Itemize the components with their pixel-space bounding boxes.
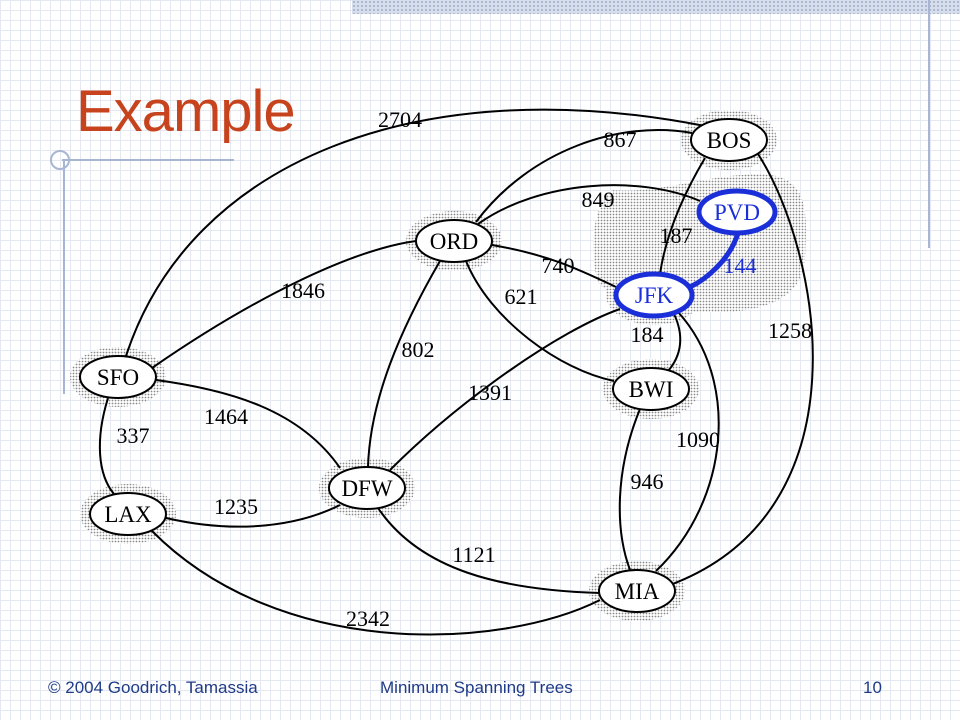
edge-dfw-jfk <box>389 308 621 471</box>
node-jfk: JFK <box>613 271 695 319</box>
node-ellipse-bwi <box>612 367 690 411</box>
edge-weight-pvd-jfk: 144 <box>724 253 757 278</box>
node-label-bos: BOS <box>707 128 752 153</box>
edge-ord-dfw <box>367 260 441 468</box>
edge-ord-pvd <box>477 184 701 225</box>
edge-weight-bwi-mia: 946 <box>631 469 664 494</box>
edge-weight-dfw-jfk: 1391 <box>468 380 512 405</box>
footer-title: Minimum Spanning Trees <box>380 678 573 697</box>
edge-ord-jfk <box>491 244 617 288</box>
edge-weight-sfo-lax: 337 <box>117 423 150 448</box>
edge-weight-sfo-bos: 2704 <box>378 107 422 132</box>
edge-sfo-ord <box>151 240 417 369</box>
edge-sfo-dfw <box>155 379 341 469</box>
node-label-mia: MIA <box>615 579 660 604</box>
slide-top-bar <box>352 0 960 14</box>
edge-bos-jfk <box>659 157 706 275</box>
node-ord: ORD <box>415 219 493 263</box>
slide-title: Example <box>76 79 296 144</box>
edge-jfk-bwi <box>667 313 682 372</box>
node-lax: LAX <box>89 492 167 536</box>
node-label-jfk: JFK <box>635 283 674 308</box>
edge-bos-mia <box>669 153 814 586</box>
edge-weight-dfw-mia: 1121 <box>452 542 495 567</box>
edge-weight-bos-mia: 1258 <box>768 318 812 343</box>
page-number: 10 <box>863 678 882 697</box>
node-sfo: SFO <box>79 355 157 399</box>
edge-weight-lax-mia: 2342 <box>346 606 390 631</box>
title-circle-mark <box>50 150 70 170</box>
edge-weight-ord-bwi: 621 <box>505 284 538 309</box>
edge-bwi-mia <box>618 408 641 571</box>
node-ellipse-bos <box>690 118 768 162</box>
node-ellipse-ord <box>415 219 493 263</box>
node-dfw: DFW <box>328 466 406 510</box>
left-rule <box>63 160 65 394</box>
node-pvd: PVD <box>696 188 778 236</box>
copyright-text: © 2004 Goodrich, Tamassia <box>48 678 258 697</box>
edge-weight-sfo-ord: 1846 <box>281 278 325 303</box>
edge-ord-bwi <box>465 260 615 382</box>
edge-weight-ord-bos: 867 <box>604 127 637 152</box>
edge-jfk-mia <box>655 311 720 572</box>
edge-sfo-lax <box>98 397 115 495</box>
edge-lax-dfw <box>165 504 341 528</box>
node-ellipse-lax <box>89 492 167 536</box>
node-mia: MIA <box>598 569 676 613</box>
node-ellipse-sfo <box>79 355 157 399</box>
edge-sfo-bos <box>125 108 706 357</box>
edge-weight-ord-dfw: 802 <box>402 337 435 362</box>
node-label-lax: LAX <box>104 502 152 527</box>
graph-edges <box>98 108 814 636</box>
node-label-ord: ORD <box>430 229 479 254</box>
node-bos: BOS <box>690 118 768 162</box>
edge-weight-jfk-mia: 1090 <box>676 427 720 452</box>
edge-weight-ord-pvd: 849 <box>582 187 615 212</box>
node-ellipse-jfk <box>613 271 695 319</box>
edge-dfw-mia <box>377 507 601 594</box>
edge-lax-mia <box>151 530 601 636</box>
edge-weight-ord-jfk: 740 <box>542 253 575 278</box>
edge-weight-sfo-dfw: 1464 <box>204 404 248 429</box>
node-ellipse-mia <box>598 569 676 613</box>
edge-weight-jfk-bwi: 184 <box>631 322 664 347</box>
edge-pvd-jfk <box>688 232 741 290</box>
edge-weight-lax-dfw: 1235 <box>214 494 258 519</box>
title-underline <box>62 159 234 161</box>
node-label-dfw: DFW <box>341 476 392 501</box>
edge-ord-bos <box>475 129 693 223</box>
node-ellipse-dfw <box>328 466 406 510</box>
edge-weight-bos-jfk: 187 <box>660 223 693 248</box>
node-bwi: BWI <box>612 367 690 411</box>
right-rule <box>928 0 930 248</box>
graph-nodes: SFO LAX ORD DFW BOS PVD JFK BWI MIA <box>79 118 778 613</box>
node-label-sfo: SFO <box>97 365 139 390</box>
node-label-bwi: BWI <box>629 377 674 402</box>
node-ellipse-pvd <box>696 188 778 236</box>
node-label-pvd: PVD <box>714 200 760 225</box>
